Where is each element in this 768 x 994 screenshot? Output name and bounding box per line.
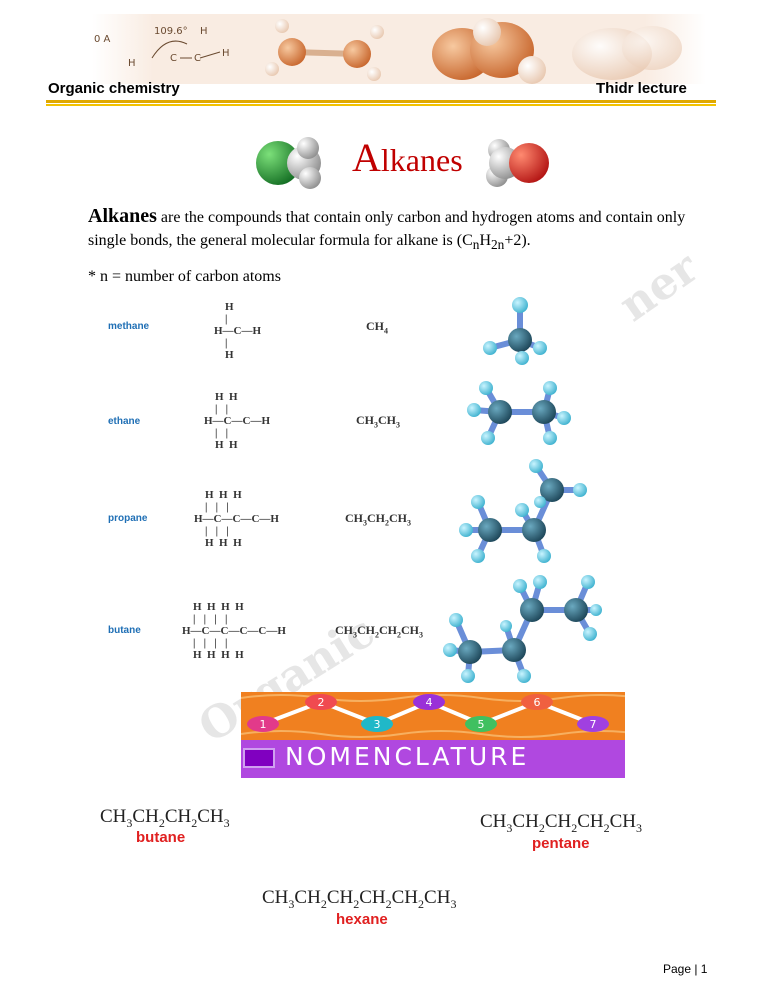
banner-angle: 109.6° — [154, 26, 188, 37]
intro-paragraph: Alkanes are the compounds that contain o… — [88, 205, 686, 253]
chain-number-1: 1 — [260, 718, 267, 731]
banner-atom-h1: H — [200, 26, 208, 37]
chain-number-6: 6 — [534, 696, 541, 709]
chain-number-4: 4 — [426, 696, 433, 709]
chloromethane-molecule-graphic — [256, 137, 321, 189]
banner-atom-h3: H — [128, 58, 136, 69]
banner-atom-c1: C — [170, 53, 177, 64]
condensed-formula-propane: CH3CH2CH3 — [345, 511, 411, 528]
header-rule — [46, 100, 716, 103]
banner-length: 0 A — [94, 34, 111, 45]
nomenclature-banner: 1 2 3 4 5 6 7 NOMENCLATURE — [241, 692, 625, 778]
page-number: Page | 1 — [663, 962, 708, 976]
chain-number-2: 2 — [318, 696, 325, 709]
structural-formula-propane: H H H | | |H—C—C—C—H | | | H H H — [194, 489, 279, 549]
methanol-molecule-graphic — [486, 139, 549, 187]
example-formula-pentane: CH3CH2CH2CH2CH3 — [480, 811, 643, 835]
nomenclature-box-icon — [243, 748, 275, 768]
alkane-name-butane: butane — [108, 625, 141, 636]
structural-formula-butane: H H H H | | | |H—C—C—C—C—H | | | | H H H… — [182, 601, 286, 661]
header-banner-image: 0 A 109.6° H H C C H — [92, 14, 706, 84]
example-formula-butane: CH3CH2CH2CH3 — [100, 806, 230, 830]
chain-number-7: 7 — [590, 718, 597, 731]
header-lecture: Thidr lecture — [596, 80, 687, 97]
alkane-name-ethane: ethane — [108, 416, 141, 427]
banner-atom-c2: C — [194, 53, 201, 64]
condensed-formula-methane: CH4 — [366, 319, 388, 336]
nomenclature-label: NOMENCLATURE — [285, 742, 530, 771]
banner-atom-h2: H — [222, 48, 230, 59]
condensed-formula-ethane: CH3CH3 — [356, 413, 400, 430]
alkane-name-methane: methane — [108, 321, 150, 332]
chain-number-5: 5 — [478, 718, 485, 731]
ball-and-stick-models — [443, 297, 602, 683]
structural-formula-ethane: H H | |H—C—C—H | | H H — [204, 391, 270, 451]
example-name-pentane: pentane — [532, 835, 590, 852]
header-course: Organic chemistry — [48, 80, 180, 97]
structural-formula-methane: H |H—C—H | H — [214, 301, 262, 361]
space-filling-molecule-graphic — [432, 18, 682, 84]
carbon-count-note: * n = number of carbon atoms — [88, 268, 281, 285]
example-formula-hexane: CH3CH2CH2CH2CH2CH3 — [262, 887, 457, 911]
nomenclature-chain-graphic: 1 2 3 4 5 6 7 — [241, 692, 625, 740]
header-rule-secondary — [46, 104, 716, 106]
alkane-name-propane: propane — [108, 513, 148, 524]
example-name-hexane: hexane — [336, 911, 388, 928]
page-title: Alkanes — [352, 135, 463, 180]
condensed-formula-butane: CH3CH2CH2CH3 — [335, 623, 423, 640]
chain-number-3: 3 — [374, 718, 381, 731]
example-name-butane: butane — [136, 829, 186, 846]
ball-stick-molecule-graphic — [265, 19, 384, 81]
